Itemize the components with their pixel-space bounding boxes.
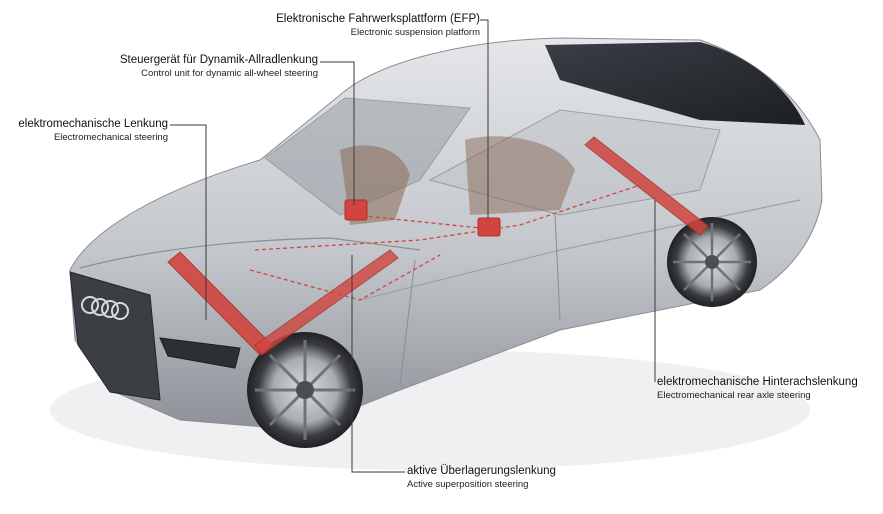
callout-aws-control-de: Steuergerät für Dynamik-Allradlenkung <box>119 54 318 66</box>
callout-efp-en: Electronic suspension platform <box>350 27 480 38</box>
steering-column-icon <box>254 249 399 356</box>
callout-active-steering-de: aktive Überlagerungslenkung <box>407 465 556 477</box>
side-crease <box>359 199 801 301</box>
steering-components <box>167 136 709 356</box>
leader-active-steering <box>351 255 405 473</box>
callout-em-steering-en: Electromechanical steering <box>53 132 168 143</box>
awd-control-unit-icon <box>344 199 368 221</box>
headlight <box>159 337 241 369</box>
rear-seats <box>465 136 575 215</box>
leader-efp <box>480 19 489 218</box>
callout-rear-axle-de: elektromechanische Hinterachslenkung <box>657 376 858 388</box>
callout-efp-de: Elektronische Fahrwerksplattform (EFP) <box>276 13 480 25</box>
hood-line <box>79 237 421 269</box>
callout-rear-axle-en: Electromechanical rear axle steering <box>657 390 811 401</box>
efp-control-unit-icon <box>477 217 501 237</box>
callout-em-steering: elektromechanische Lenkung Electromechan… <box>10 118 168 144</box>
leader-aws-control <box>320 61 355 205</box>
door-line <box>399 259 416 386</box>
callout-aws-control-en: Control unit for dynamic all-wheel steer… <box>141 68 318 79</box>
callout-aws-control: Steuergerät für Dynamik-Allradlenkung Co… <box>60 54 318 80</box>
wiring-dashed <box>249 184 641 301</box>
callout-efp: Elektronische Fahrwerksplattform (EFP) E… <box>230 13 480 39</box>
leader-em-steering <box>170 124 207 320</box>
rear-wheel <box>667 217 757 307</box>
front-wheel <box>247 332 363 448</box>
callout-em-steering-de: elektromechanische Lenkung <box>18 118 168 130</box>
callout-active-steering: aktive Überlagerungslenkung Active super… <box>407 465 607 491</box>
rear-axle-steering-icon <box>584 136 709 236</box>
callout-active-steering-en: Active superposition steering <box>407 479 529 490</box>
roof-glass <box>545 42 805 125</box>
callout-rear-axle: elektromechanische Hinterachslenkung Ele… <box>657 376 877 402</box>
door-line <box>554 214 561 321</box>
audi-rings <box>81 296 129 320</box>
